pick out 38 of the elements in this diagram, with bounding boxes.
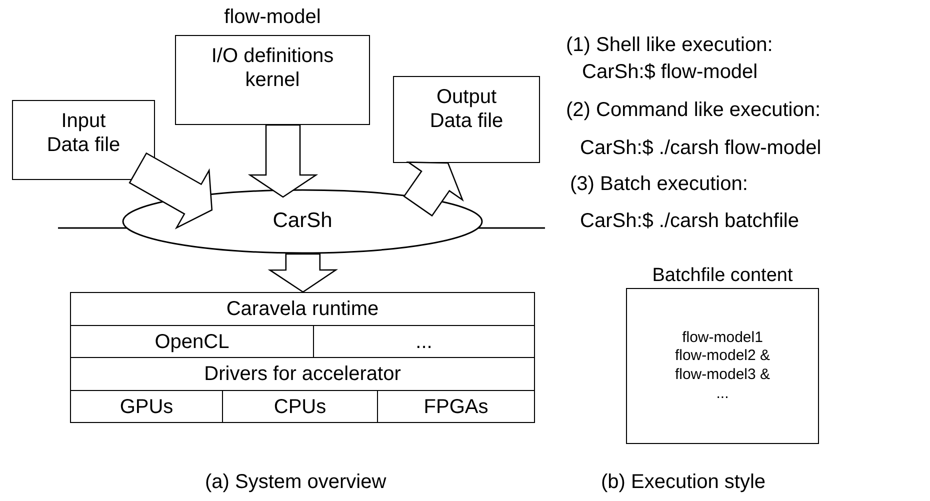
node-label: CPUs [274,394,326,418]
node-label: OpenCL [154,330,230,354]
file-line: flow-model2 & [674,347,770,366]
block-arrow [128,152,213,230]
figure-caption: (b) Execution style [601,470,766,495]
process-box [12,100,155,180]
block-arrow [248,124,318,198]
node-label: Drivers for accelerator [204,362,401,386]
node-label: ... [416,330,432,354]
batch-file-box [626,288,819,444]
layer-box [70,357,535,391]
note-text: CarSh:$ flow-model [582,60,758,85]
layer-box [70,390,223,423]
process-box [393,76,540,163]
node-label: CarSh [272,208,332,234]
process-box [175,35,370,125]
note-text: (3) Batch execution: [570,172,748,197]
box-heading: Batchfile content [652,266,793,285]
node-label: FPGAs [424,394,488,418]
note-text: CarSh:$ ./carsh batchfile [580,209,799,234]
file-line: flow-model1 [682,328,763,348]
ellipse-node [122,189,483,254]
layer-box [377,390,535,423]
note-text: (2) Command like execution: [566,98,821,123]
note-text: CarSh:$ ./carsh flow-model [580,136,822,161]
block-arrow [268,253,338,293]
node-label: I/O definitions kernel [210,44,335,92]
node-label: Output Data file [428,85,504,133]
block-arrow [403,162,464,217]
node-label: Input Data file [46,109,122,157]
node-label: Caravela runtime [226,297,379,321]
node-label: GPUs [120,394,174,418]
file-line: flow-model3 & [674,366,770,385]
figure-caption: (a) System overview [205,470,386,495]
note-text: (1) Shell like execution: [566,33,773,58]
box-caption: flow-model [224,7,321,27]
layer-box [70,292,535,326]
file-line: ... [716,384,729,404]
